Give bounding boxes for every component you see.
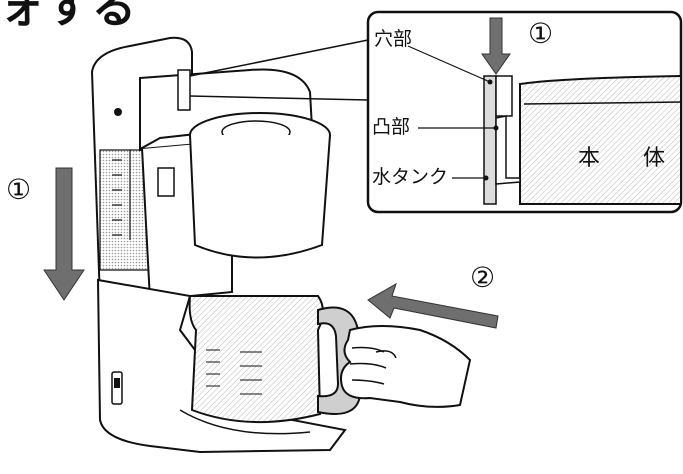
- main-body-label: 本 体: [578, 146, 683, 171]
- holder-handle: [157, 167, 175, 197]
- protrusion-label: 凸部: [372, 116, 411, 138]
- inset-hole: [495, 75, 513, 117]
- step1-down-arrow: [43, 167, 85, 301]
- step2-marker: ②: [470, 261, 496, 294]
- inset-tank-wall: [483, 75, 497, 205]
- step1-marker: ①: [6, 173, 32, 206]
- carafe: [188, 295, 324, 424]
- step2-left-arrow: [367, 282, 499, 329]
- hole-label: 穴部: [374, 28, 413, 50]
- water-tank-label: 水タンク: [372, 166, 449, 188]
- inset-step1-arrow: [481, 17, 511, 75]
- coffee-maker: [90, 36, 472, 454]
- inset-detail: [189, 10, 683, 214]
- inset-protrusion: [495, 115, 521, 185]
- inset-step1-marker: ①: [528, 17, 554, 50]
- heading-fragment: ォする: [0, 0, 138, 33]
- water-gauge-marks: [112, 150, 131, 240]
- hand: [340, 325, 472, 408]
- tank-indicator-dot: [114, 108, 122, 116]
- tank-slot: [177, 69, 191, 111]
- carafe-cup-marks: [206, 349, 262, 395]
- inset-main-body: [519, 74, 682, 205]
